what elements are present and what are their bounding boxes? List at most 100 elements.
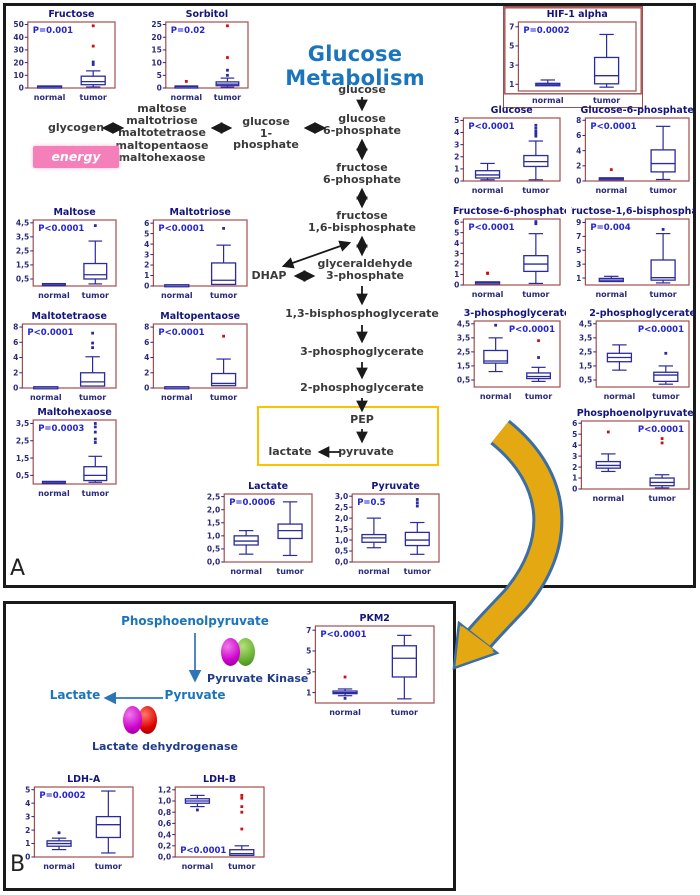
- tick-label: 5: [576, 246, 581, 255]
- tick-label: 1,0: [158, 797, 171, 806]
- category-label: normal: [472, 290, 504, 299]
- plot-title: Fructose: [48, 9, 94, 20]
- category-label: normal: [38, 291, 70, 300]
- tick-label: 4,5: [457, 320, 470, 329]
- outlier-point: [660, 437, 664, 440]
- outlier-point: [415, 498, 419, 501]
- tick-label: 30: [13, 46, 23, 55]
- category-label: tumor: [652, 392, 679, 401]
- category-label: normal: [43, 862, 75, 871]
- tick-label: 0: [454, 177, 459, 186]
- tick-label: 0,5: [16, 471, 29, 480]
- outlier-point: [57, 831, 61, 835]
- plot-title: LDH-B: [203, 774, 236, 785]
- category-label: normal: [230, 567, 262, 576]
- category-label: tumor: [649, 186, 676, 195]
- outlier-point: [91, 60, 95, 64]
- node-glyceraldehyde-3-phosphate: glyceraldehyde 3-phosphate: [317, 257, 413, 282]
- tick-label: 5: [454, 228, 459, 237]
- category-label: normal: [532, 96, 564, 105]
- tick-label: 2,0: [335, 514, 348, 523]
- tick-label: 20: [151, 33, 161, 42]
- category-label: tumor: [80, 93, 107, 102]
- tick-label: 6: [454, 218, 459, 227]
- tick-label: 4: [25, 799, 30, 808]
- tick-label: 1: [576, 274, 581, 283]
- p-value-label: P<0.0001: [158, 328, 204, 338]
- tick-label: 7: [509, 22, 514, 31]
- p-value-label: P<0.0001: [509, 325, 555, 335]
- p-value-label: P=0.0003: [38, 424, 84, 434]
- category-label: tumor: [649, 290, 676, 299]
- outlier-point: [534, 134, 538, 138]
- tick-label: 1,0: [335, 536, 348, 545]
- category-label: tumor: [210, 393, 237, 402]
- outlier-point: [240, 805, 244, 808]
- tick-label: 2,5: [335, 503, 348, 512]
- outlier-point: [537, 339, 540, 343]
- outlier-point: [606, 430, 610, 434]
- category-label: normal: [182, 862, 214, 871]
- tick-label: 6: [144, 338, 149, 347]
- tick-label: 4,5: [16, 219, 29, 228]
- tick-label: 0: [19, 84, 24, 93]
- tick-label: 0,5: [16, 275, 29, 284]
- plot-title: 3-phosphoglycerate: [464, 308, 566, 319]
- tick-label: 3: [306, 667, 311, 676]
- outlier-point: [93, 441, 97, 444]
- tick-label: 3: [572, 452, 577, 461]
- outlier-point: [222, 334, 225, 338]
- category-label: normal: [171, 93, 203, 102]
- energy-stores-badge: energy stores: [33, 146, 119, 186]
- outlier-point: [343, 675, 347, 679]
- tick-label: 50: [13, 20, 23, 29]
- category-label: tumor: [276, 567, 303, 576]
- tick-label: 1,5: [457, 362, 470, 371]
- p-value-label: P<0.0001: [638, 425, 684, 435]
- category-label: tumor: [228, 862, 255, 871]
- tick-label: 9: [576, 218, 581, 227]
- tick-label: 0: [454, 281, 459, 290]
- node-glucose: glucose: [338, 83, 386, 96]
- lactate-dehydrogenase-icon: [138, 706, 157, 734]
- tick-label: 2: [25, 826, 30, 835]
- outlier-point: [91, 331, 94, 335]
- node-pep: PEP: [350, 413, 374, 426]
- lactate-dehydrogenase-icon: [123, 706, 142, 734]
- p-value-label: P<0.0001: [158, 224, 204, 234]
- tick-label: 2: [576, 162, 581, 171]
- category-label: tumor: [95, 862, 122, 871]
- tick-label: 0,0: [207, 558, 220, 567]
- tick-label: 3,5: [457, 334, 470, 343]
- tick-label: 1: [25, 839, 30, 848]
- tick-label: 6: [572, 419, 577, 428]
- plot-title: PKM2: [360, 613, 390, 624]
- tick-label: 2: [144, 368, 149, 377]
- outlier-point: [537, 356, 540, 359]
- boxplot-fructose-16-bisphosphate: Fructose-1,6-bisphosphate13579normaltumo…: [566, 204, 700, 301]
- category-label: tumor: [525, 392, 552, 401]
- tick-label: 1: [509, 80, 514, 89]
- category-label: tumor: [522, 290, 549, 299]
- tick-label: 0: [13, 384, 18, 393]
- tick-label: 4: [454, 128, 459, 137]
- tick-label: 5: [306, 647, 311, 656]
- pyruvate-kinase-icon: [221, 638, 240, 666]
- tick-label: 4: [13, 353, 18, 362]
- outlier-point: [661, 228, 665, 231]
- tick-label: 0,6: [158, 819, 171, 828]
- tick-label: 15: [151, 46, 161, 55]
- tick-label: 2,5: [207, 492, 220, 501]
- category-label: tumor: [79, 393, 106, 402]
- category-label: tumor: [404, 567, 431, 576]
